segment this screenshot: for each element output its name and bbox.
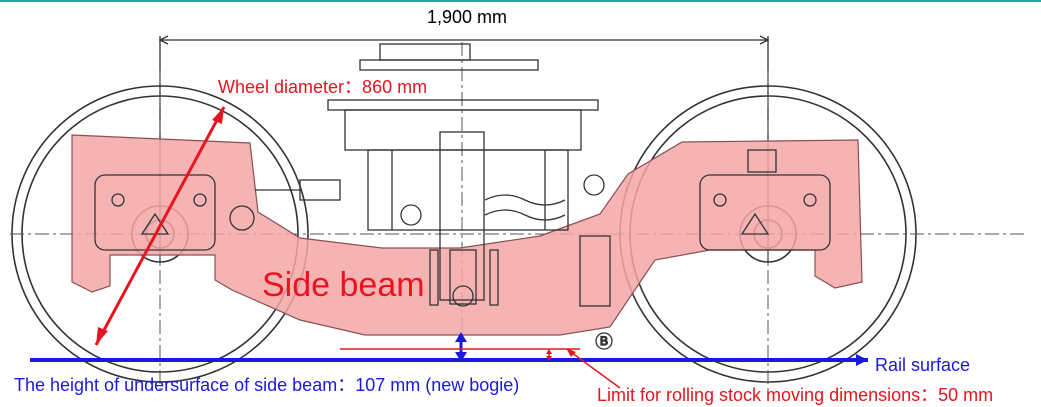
wheel-diameter-label: Wheel diameter：860 mm [218, 77, 428, 97]
rail-surface-label: Rail surface [875, 355, 971, 375]
side-beam-label: Side beam [262, 266, 425, 304]
limit-indicator [340, 348, 621, 389]
axle-boxes [94, 149, 831, 251]
top-accent-bar [0, 0, 1041, 2]
dimension-label-span: 1,900 mm [427, 7, 508, 27]
beam-height-arrow [455, 332, 467, 362]
beam-height-label: The height of undersurface of side beam：… [14, 375, 520, 395]
rail-pointer [853, 354, 868, 366]
wheel-diameter-arrow [94, 106, 226, 346]
bolster-mechanism: B [229, 43, 613, 350]
svg-text:B: B [600, 334, 608, 348]
limit-label: Limit for rolling stock moving dimension… [597, 385, 994, 405]
